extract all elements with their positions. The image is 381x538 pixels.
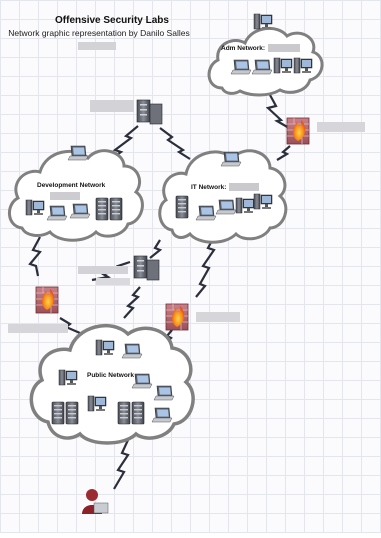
it-network-label: IT Network: — [191, 184, 226, 191]
page-title: Offensive Security Labs — [55, 15, 169, 26]
firewall-adm-redacted — [317, 122, 365, 132]
public-network-cloud[interactable]: Public Network — [29, 324, 195, 445]
attacker-icon — [81, 488, 109, 515]
dev-server-icon — [95, 197, 109, 221]
adm-desktop-icon — [253, 13, 273, 30]
link-router-to-it — [159, 127, 191, 160]
adm-network-label: Adm Network: — [221, 45, 265, 52]
link-it-to-router2 — [149, 239, 163, 259]
router-middle-redacted-1 — [78, 266, 128, 274]
development-network-label: Development Network — [37, 182, 106, 189]
public-server-icon — [131, 401, 145, 425]
router-middle[interactable] — [78, 255, 160, 285]
firewall-it-redacted — [196, 312, 240, 322]
router-icon — [136, 99, 163, 125]
development-network-cloud[interactable]: Development Network — [8, 145, 144, 242]
it-server-icon — [175, 195, 189, 219]
router-icon — [133, 255, 160, 281]
adm-network-redacted — [268, 44, 300, 52]
router-top[interactable] — [90, 99, 163, 125]
firewall-icon — [165, 303, 189, 331]
firewall-adm[interactable] — [286, 117, 365, 145]
it-network-redacted — [229, 183, 259, 191]
firewall-it[interactable] — [165, 303, 240, 331]
public-server-icon — [65, 401, 79, 425]
firewall-icon — [286, 117, 310, 145]
link-adm-to-firewall — [265, 94, 290, 129]
link-router2-to-public — [123, 286, 141, 319]
router-middle-redacted-2 — [96, 278, 130, 285]
link-firewall-to-it — [276, 145, 291, 161]
public-server-icon — [51, 401, 65, 425]
router-top-redacted — [90, 100, 134, 112]
adm-network-cloud[interactable]: Adm Network: — [207, 13, 324, 97]
dev-server-icon — [109, 197, 123, 221]
link-it-to-firewall2 — [195, 234, 216, 298]
firewall-dev-redacted — [8, 324, 68, 333]
page-subtitle: Network graphic representation by Danilo… — [8, 28, 189, 38]
public-network-label: Public Network — [87, 372, 134, 379]
link-public-to-attacker — [113, 439, 130, 490]
redacted-header-block — [78, 42, 116, 50]
development-network-redacted — [50, 192, 80, 200]
public-server-icon — [117, 401, 131, 425]
link-dev-to-firewall — [28, 236, 42, 277]
firewall-icon — [35, 286, 59, 314]
it-network-cloud[interactable]: IT Network: — [158, 149, 288, 244]
firewall-dev[interactable] — [8, 286, 68, 333]
link-router-to-dev — [107, 125, 139, 162]
attacker-node[interactable] — [81, 488, 109, 515]
